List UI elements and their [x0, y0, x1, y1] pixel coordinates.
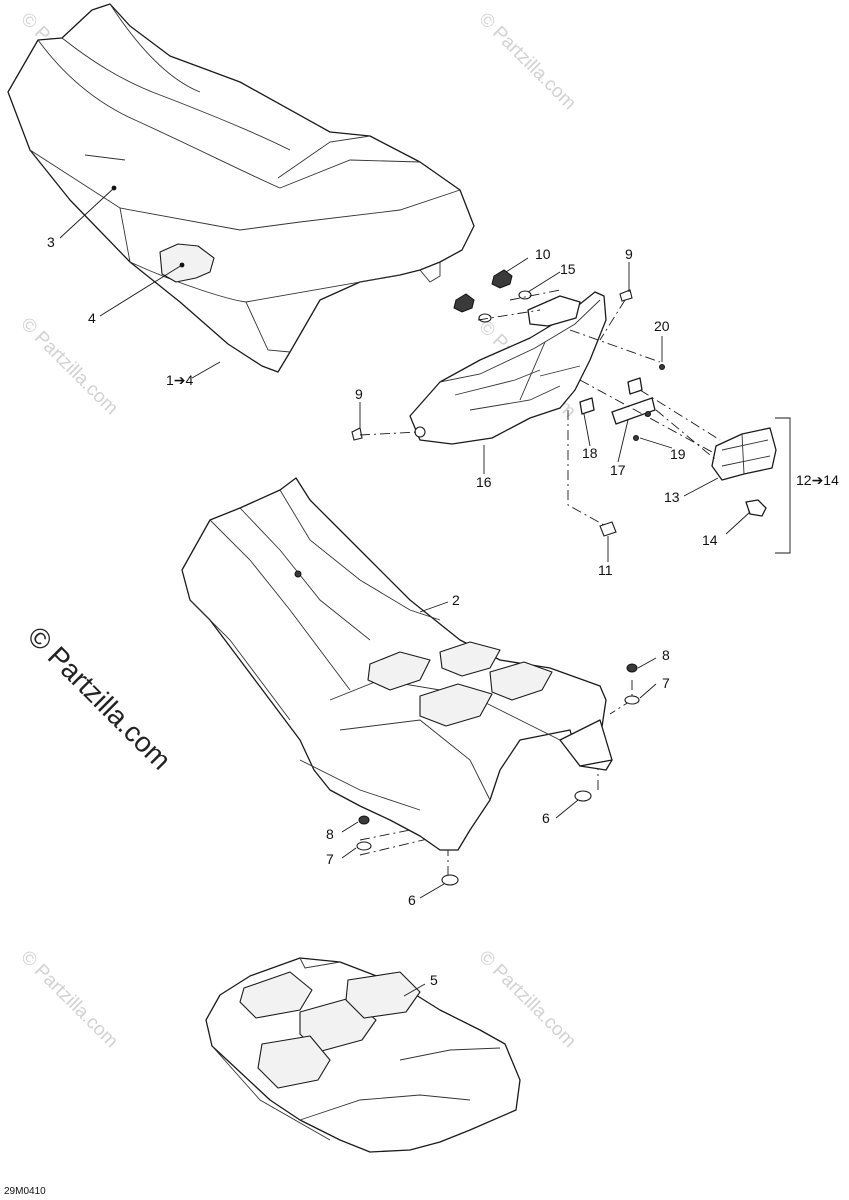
seat-patch — [159, 243, 215, 283]
nut-8a — [626, 663, 638, 673]
callout-9a: 9 — [625, 246, 633, 262]
seat-cover — [7, 3, 475, 373]
base-recess-2 — [419, 683, 493, 727]
callout-7a: 7 — [662, 675, 670, 691]
callout-5: 5 — [430, 972, 438, 988]
watermark-mid-left: © Partzilla.com — [16, 314, 121, 419]
callout-16: 16 — [476, 474, 492, 490]
screw-19b — [633, 435, 639, 441]
foam-block-1 — [239, 971, 313, 1019]
callout-20: 20 — [654, 318, 670, 334]
foam-block-4 — [257, 1035, 331, 1089]
diagram-code: 29M0410 — [4, 1186, 46, 1197]
base-bracket — [559, 719, 613, 767]
tail-light-housing — [409, 291, 656, 445]
screw-9a — [619, 289, 633, 302]
housing-hardware — [351, 269, 665, 537]
callout-4: 4 — [88, 310, 96, 326]
callouts: 1➔4 2 3 4 5 6 6 7 7 8 8 9 9 10 11 12➔14 … — [47, 234, 839, 988]
seat-assembly — [7, 3, 475, 373]
mounting-hardware — [356, 663, 640, 886]
washer-15b — [478, 313, 492, 323]
tail-light — [711, 417, 791, 554]
callout-8b: 8 — [326, 826, 334, 842]
clip-18 — [579, 397, 595, 415]
watermark-top-right: © Partzilla.com — [474, 9, 579, 114]
grommet-6b — [441, 874, 459, 886]
seat-foam — [205, 957, 521, 1153]
callout-15: 15 — [560, 261, 576, 277]
nut-8b — [358, 815, 370, 825]
grommet-6a — [574, 790, 592, 802]
callout-13: 13 — [664, 489, 680, 505]
callout-12to14: 12➔14 — [796, 472, 839, 488]
watermark-large: © Partzilla.com — [22, 620, 177, 775]
watermark-bottom-left: © Partzilla.com — [16, 947, 121, 1052]
base-recess-4 — [489, 661, 553, 701]
callout-leaders — [59, 187, 751, 997]
callout-14: 14 — [702, 532, 718, 548]
callout-6a: 6 — [542, 810, 550, 826]
tail-light-lens — [711, 427, 777, 481]
callout-19: 19 — [670, 446, 686, 462]
base-recess-1 — [367, 651, 431, 691]
foam-block-3 — [345, 971, 421, 1019]
washer-15a — [518, 290, 532, 300]
push-rivet-11 — [599, 521, 617, 537]
callout-1to4: 1➔4 — [166, 372, 194, 388]
callout-7b: 7 — [326, 851, 334, 867]
washer-7b — [356, 841, 372, 851]
callout-9b: 9 — [355, 386, 363, 402]
bulb-14 — [745, 499, 767, 517]
license-plate-light-lens — [611, 397, 656, 425]
clip-20 — [627, 377, 643, 395]
screw-19a — [645, 411, 651, 417]
screw-9b — [351, 427, 363, 441]
callout-11: 11 — [598, 562, 613, 578]
bracket-12to14 — [775, 417, 791, 554]
callout-3: 3 — [47, 234, 55, 250]
callout-18: 18 — [582, 445, 598, 461]
callout-2: 2 — [452, 592, 460, 608]
seat-base — [181, 477, 613, 851]
callout-17: 17 — [610, 462, 626, 478]
assembly-lines — [359, 289, 721, 876]
callout-6b: 6 — [408, 892, 416, 908]
base-recess-3 — [439, 641, 501, 677]
callout-8a: 8 — [662, 647, 670, 663]
housing-tab — [527, 295, 581, 327]
screw-20 — [659, 364, 665, 370]
nut-10b — [453, 293, 475, 313]
washer-7a — [624, 695, 640, 705]
callout-10: 10 — [535, 246, 551, 262]
nut-10a — [491, 269, 513, 289]
